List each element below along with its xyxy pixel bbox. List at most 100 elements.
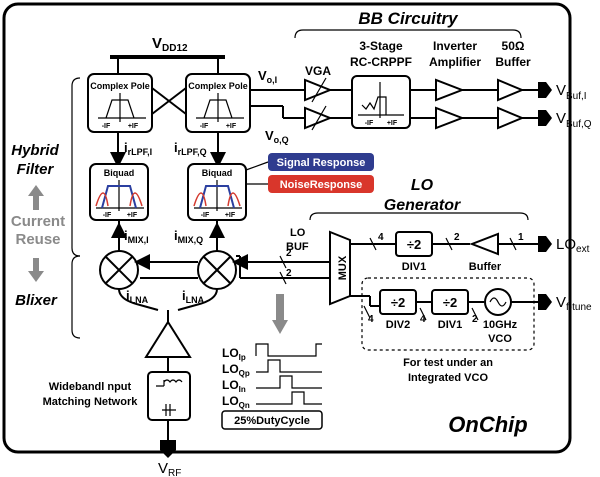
- pad-lo-ext: [538, 236, 552, 252]
- buffer-label: Buffer: [469, 261, 502, 273]
- svg-text:-IF: -IF: [365, 120, 374, 127]
- svg-text:2: 2: [472, 314, 478, 325]
- lna-amp: [144, 320, 192, 358]
- vga-amp-q: [304, 106, 333, 130]
- duty-cycle-box: [221, 410, 323, 430]
- rc-crppf-block: -IF +IF: [351, 75, 411, 129]
- vco-label-2: VCO: [488, 333, 512, 345]
- pad-vrf: [160, 440, 176, 458]
- duty-cycle-label: 25%DutyCycle: [234, 415, 310, 427]
- vga-label: VGA: [305, 64, 331, 78]
- svg-text:÷2: ÷2: [443, 295, 457, 310]
- svg-text:Signal Response: Signal Response: [277, 157, 366, 169]
- vo-q-label: Vo,Q: [265, 128, 289, 145]
- vbuf-q-label: VBuf,Q: [556, 110, 592, 130]
- matching-label-2: Matching Network: [43, 396, 139, 408]
- svg-text:2: 2: [286, 268, 292, 279]
- buffer50-amp-i: [497, 78, 525, 102]
- i-mix-i-label: iMIX,I: [124, 228, 149, 245]
- div2-label: DIV2: [386, 319, 410, 331]
- svg-text:+IF: +IF: [226, 123, 237, 130]
- hybrid-filter-label-2: Filter: [17, 161, 55, 178]
- svg-text:Complex Pole: Complex Pole: [188, 81, 248, 91]
- svg-text:MUX: MUX: [337, 255, 349, 280]
- i-mix-q-label: iMIX,Q: [174, 228, 203, 245]
- svg-text:Complex Pole: Complex Pole: [90, 81, 150, 91]
- test-note-2: Integrated VCO: [408, 372, 489, 384]
- svg-text:-IF: -IF: [102, 123, 111, 130]
- buffer50-amp-q: [497, 106, 525, 130]
- svg-text:2: 2: [286, 248, 292, 259]
- svg-text:4: 4: [378, 232, 384, 243]
- lo-qn-label: LOQn: [222, 394, 250, 410]
- mixer-i: [99, 250, 139, 290]
- pad-vf-tune: [538, 294, 552, 310]
- current-reuse-up-arrow: [28, 185, 44, 210]
- svg-text:-IF: -IF: [200, 123, 209, 130]
- complex-pole-q: Complex Pole -IF +IF: [185, 73, 251, 133]
- current-reuse-label-2: Reuse: [15, 231, 60, 248]
- svg-text:Biquad: Biquad: [104, 168, 135, 178]
- svg-text:+IF: +IF: [387, 120, 398, 127]
- i-rlpf-q-label: irLPF,Q: [174, 140, 207, 157]
- svg-text:4: 4: [368, 314, 374, 325]
- svg-text:-IF: -IF: [103, 212, 112, 219]
- signal-response-legend: [268, 153, 374, 171]
- complex-pole-i: Complex Pole -IF +IF: [87, 73, 153, 133]
- i-lna-label-1: iLNA: [126, 288, 149, 305]
- input-buffer-amp: [469, 232, 499, 256]
- svg-text:1: 1: [518, 232, 524, 243]
- rc-crppf-label-2: RC-CRPPF: [350, 55, 412, 69]
- bb-circuitry-title: BB Circuitry: [358, 9, 459, 28]
- div1-bottom-label: DIV1: [438, 319, 462, 331]
- matching-label-1: Widebandl nput: [49, 381, 132, 393]
- mixer-q: [197, 250, 237, 290]
- vrf-label: VRF: [158, 460, 181, 477]
- svg-text:÷2: ÷2: [391, 295, 405, 310]
- svg-text:2: 2: [454, 232, 460, 243]
- svg-text:+IF: +IF: [128, 123, 139, 130]
- lo-ip-label: LOIp: [222, 346, 246, 362]
- hybrid-filter-label-1: Hybrid: [11, 142, 59, 159]
- onchip-label: OnChip: [448, 412, 527, 437]
- lo-buf-label-1: LO: [290, 227, 306, 239]
- current-reuse-down-arrow: [28, 258, 44, 282]
- inverter-label-2: Amplifier: [429, 55, 481, 69]
- biquad-q: Biquad -IF +IF: [187, 163, 247, 221]
- vga-amp-i: [304, 78, 333, 102]
- vco-label-1: 10GHz: [483, 319, 518, 331]
- inverter-label-1: Inverter: [433, 39, 477, 53]
- vco-test-region: [361, 277, 535, 351]
- matching-network-block: [147, 371, 191, 421]
- i-lna-label-2: iLNA: [182, 288, 205, 305]
- buffer50-label-2: Buffer: [495, 55, 531, 69]
- current-reuse-label-1: Current: [11, 213, 65, 230]
- svg-text:NoiseResponse: NoiseResponse: [280, 179, 363, 191]
- blixer-label: Blixer: [15, 292, 58, 309]
- svg-text:4: 4: [420, 314, 426, 325]
- lo-buf-label-2: BUF: [286, 241, 309, 253]
- lo-in-label: LOIn: [222, 378, 246, 394]
- vo-i-label: Vo,I: [258, 68, 277, 85]
- pad-vbuf-q: [538, 110, 552, 126]
- inverter-amp-i: [435, 78, 465, 102]
- lo-waveform-arrow: [272, 294, 288, 334]
- noise-response-legend: [268, 175, 374, 193]
- lo-ext-label: LOext: [556, 236, 590, 255]
- svg-text:-IF: -IF: [201, 212, 210, 219]
- vbuf-i-label: VBuf,I: [556, 82, 587, 102]
- svg-text:+IF: +IF: [127, 212, 138, 219]
- inverter-amp-q: [435, 106, 465, 130]
- chip-boundary: [2, 2, 572, 454]
- i-rlpf-i-label: irLPF,I: [124, 140, 152, 157]
- lo-generator-label-1: LO: [411, 177, 434, 194]
- lo-waveforms: [255, 343, 322, 405]
- vf-tune-label: Vf-tune: [556, 294, 592, 313]
- svg-text:+IF: +IF: [225, 212, 236, 219]
- biquad-i: Biquad -IF +IF: [89, 163, 149, 221]
- div1-top-label: DIV1: [402, 261, 426, 273]
- rc-crppf-label-1: 3-Stage: [359, 39, 403, 53]
- svg-text:÷2: ÷2: [407, 237, 421, 252]
- lo-generator-label-2: Generator: [384, 197, 461, 214]
